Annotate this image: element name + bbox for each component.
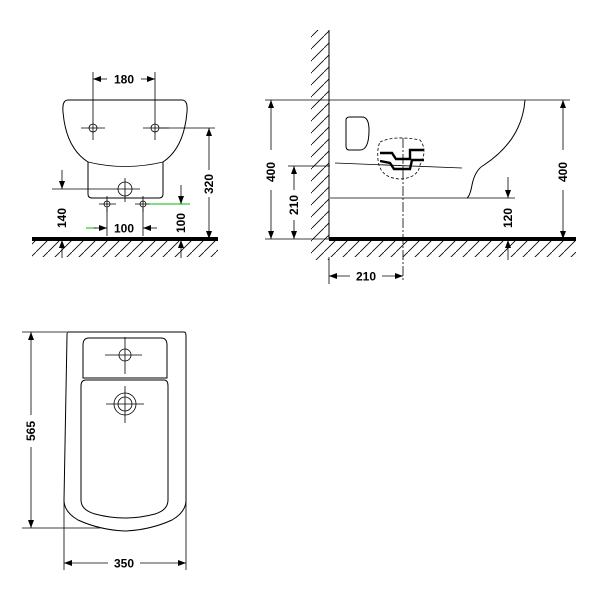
tank-outline <box>345 116 370 151</box>
dim-100-vertical: 100 <box>174 213 188 233</box>
dim-320: 320 <box>202 174 216 194</box>
dim-210-horizontal: 210 <box>356 270 376 284</box>
bidet-top-outline <box>63 331 187 532</box>
floor-hatch <box>329 241 576 257</box>
waste-hole <box>113 178 140 202</box>
dim-565: 565 <box>24 421 38 441</box>
bowl-inner <box>80 379 169 519</box>
tap-deck <box>82 337 168 379</box>
dim-210-vertical: 210 <box>287 195 301 215</box>
dim-140: 140 <box>55 208 69 228</box>
tap-hole-left <box>81 116 105 140</box>
dim-400-left: 400 <box>264 162 278 182</box>
dim-120: 120 <box>501 208 515 228</box>
tap-hole <box>105 337 142 374</box>
drain-hole <box>106 386 144 423</box>
neck-line <box>87 161 164 167</box>
bowl-profile <box>466 99 526 199</box>
dim-350: 350 <box>114 557 134 571</box>
side-view: 400 210 400 120 210 <box>264 30 576 284</box>
dim-400-right: 400 <box>556 162 570 182</box>
dim-180: 180 <box>114 73 134 87</box>
supply-holes <box>99 196 152 212</box>
front-view: 180 320 140 100 100 <box>32 72 218 258</box>
wall-hatch <box>311 30 329 260</box>
connector-detail <box>377 137 425 180</box>
top-view: 565 350 <box>22 331 187 571</box>
dim-100-horizontal: 100 <box>114 222 134 236</box>
bidet-front-outline <box>62 99 188 199</box>
floor-hatch <box>32 241 218 257</box>
